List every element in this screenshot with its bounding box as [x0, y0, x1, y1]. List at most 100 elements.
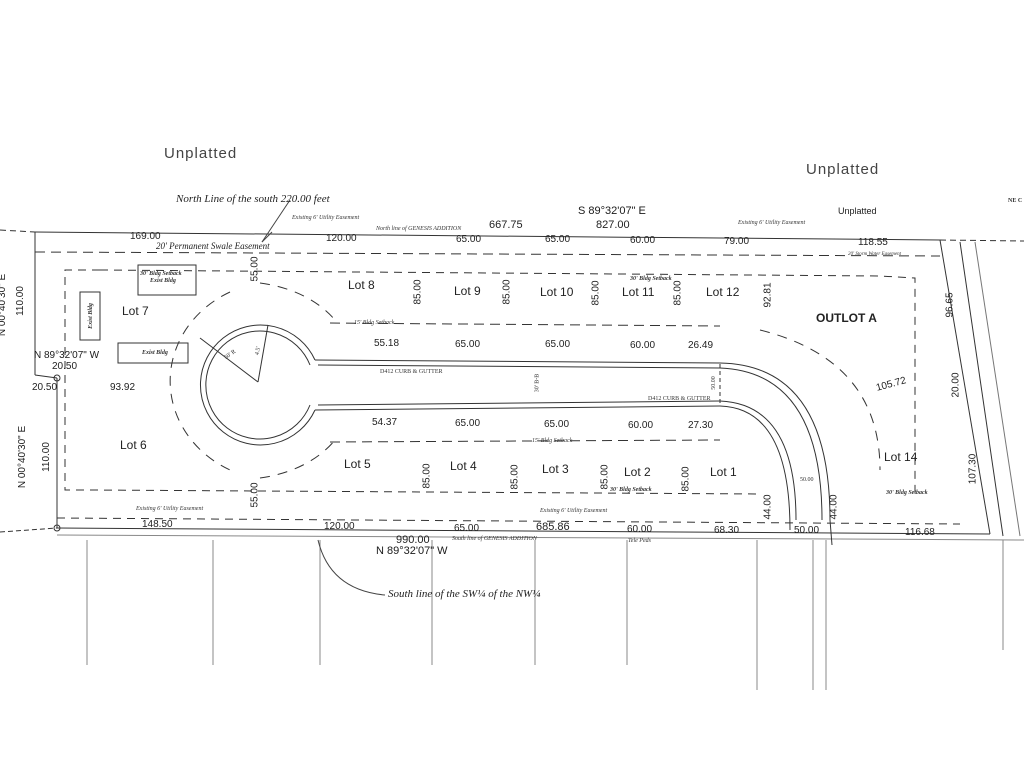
dim-2000: 20.00 [950, 372, 962, 398]
north-line-genesis: North line of GENESIS ADDITION [376, 226, 462, 232]
utility-easement-south [56, 517, 961, 525]
dim-north-total-b: 827.00 [596, 219, 630, 231]
street-bend-north-2 [719, 367, 823, 521]
leader-swale [261, 231, 273, 243]
dim-s-65: 65.00 [454, 523, 480, 534]
setback-30-se: 30' Bldg Setback [886, 490, 928, 496]
lot-11-label: Lot 11 [622, 285, 655, 299]
corner-marker-2 [53, 524, 61, 532]
dim-s-116: 116.68 [905, 527, 935, 538]
setback-30-north: 30' Bldg Setback [630, 276, 672, 282]
lot-8-label: Lot 8 [348, 278, 375, 292]
street-south-curb-2 [317, 400, 721, 406]
dim-r-65c: 65.00 [455, 418, 481, 429]
street-bend-north [719, 362, 833, 546]
swale-easement-line [34, 251, 941, 257]
dim-s-148: 148.50 [142, 519, 173, 530]
lot-setback-west [64, 269, 100, 491]
dim-85e: 85.00 [421, 463, 433, 489]
south-boundary-line [56, 527, 991, 535]
dim-5000b: 50.00 [710, 376, 717, 390]
dim-44b: 44.00 [828, 494, 840, 520]
utility-easement-nw: Existing 6' Utility Easement [292, 215, 360, 221]
dim-north-total-a: 667.75 [489, 219, 523, 231]
south-boundary-ext [0, 527, 58, 533]
east-boundary-ext-2 [974, 241, 1021, 537]
lot-12-label: Lot 12 [706, 285, 740, 299]
west-jog-line [34, 374, 58, 379]
exist-bldg-label-1: Exist Bldg [150, 278, 176, 284]
dim-85d: 85.00 [672, 280, 684, 306]
bearing-west-lower: N 00°40'30" E [17, 425, 29, 489]
row-arc-west [169, 291, 231, 471]
unplatted-small-label: Unplatted [838, 206, 877, 216]
dim-s-50: 50.00 [794, 525, 820, 536]
row-arc-south [259, 439, 336, 479]
corner-marker-1 [53, 374, 61, 382]
bearing-north: S 89°32'07" E [578, 205, 646, 217]
south-line-sw: South line of the SW¼ of the NW¼ [388, 588, 541, 600]
dim-r-5518: 55.18 [374, 338, 400, 349]
dim-85g: 85.00 [599, 464, 611, 490]
storm-easement-label: 20' Storm Water Easement [848, 252, 901, 257]
dim-s-60: 60.00 [627, 524, 653, 535]
exist-bldg-label-2: Exist Bldg [87, 303, 94, 329]
dim-s-total-a: 990.00 [396, 534, 430, 546]
lot-2-label: Lot 2 [624, 465, 651, 479]
dim-n-118: 118.55 [858, 237, 888, 248]
leader-north-line [261, 199, 291, 243]
dim-44a: 44.00 [762, 494, 774, 520]
setback-15-north: 15' Bldg Setback [354, 320, 395, 326]
setback-30-south: 30' Bldg Setback [610, 487, 652, 493]
ne-corner-label: NE C [1008, 198, 1023, 204]
north-boundary-line [34, 231, 941, 241]
radius-line-a [199, 337, 259, 383]
unplatted-right-label: Unplatted [806, 161, 880, 178]
dim-5000a: 50.00 [800, 477, 814, 483]
lot-9-label: Lot 9 [454, 284, 481, 298]
lot-7-label: Lot 7 [122, 304, 149, 318]
unplatted-left-label: Unplatted [164, 145, 238, 162]
south-line-sw [56, 534, 1024, 541]
dim-9281: 92.81 [762, 282, 774, 308]
curb-gutter-label-1: D412 CURB & GUTTER [380, 369, 443, 375]
lot-3-label: Lot 3 [542, 462, 569, 476]
outlot-a-label: OUTLOT A [816, 311, 877, 325]
east-boundary-ext-1 [959, 241, 1004, 537]
street-north-curb-2 [317, 364, 721, 369]
dim-n-120: 120.00 [326, 233, 357, 244]
dim-85b: 85.00 [501, 279, 513, 305]
lot-10-label: Lot 10 [540, 285, 574, 299]
dim-55b: 55.00 [249, 482, 261, 508]
dim-r-2730: 27.30 [688, 420, 714, 431]
dim-s-68: 68.30 [714, 525, 740, 536]
exist-bldg-box-3 [117, 342, 189, 364]
dim-n-65b: 65.00 [545, 234, 571, 245]
exist-bldg-box-1 [137, 264, 197, 296]
utility-easement-sw: Existing 6' Utility Easement [136, 506, 204, 512]
dim-r-5437: 54.37 [372, 417, 398, 428]
north-line-extension-east [939, 239, 1024, 242]
lot-5-label: Lot 5 [344, 457, 371, 471]
swale-easement-label: 20' Permanent Swale Easement [156, 241, 270, 251]
utility-easement-ne: Existing 6' Utility Easement [738, 220, 806, 226]
lot-4-label: Lot 4 [450, 459, 477, 473]
tele-peds-label: Tele Peds [628, 538, 651, 544]
utility-easement-s: Existing 6' Utility Easement [540, 508, 608, 514]
dim-s-total-b: 685.86 [536, 521, 570, 533]
dim-85f: 85.00 [509, 464, 521, 490]
bearing-south: N 89°32'07" W [376, 545, 448, 557]
curb-gutter-label-2: D412 CURB & GUTTER [648, 396, 711, 402]
dim-w-2050a: 20.50 [52, 361, 78, 372]
radius-line-b [257, 324, 269, 383]
north-line-extension [0, 229, 36, 233]
dim-r-65a: 65.00 [455, 339, 481, 350]
setback-line-north-street [329, 322, 721, 327]
row-arc-north [259, 282, 336, 321]
lot-setback-south [89, 489, 761, 495]
bearing-west-upper: N 00°40'30" E [0, 274, 9, 336]
bearing-west-jog: N 89°32'07" W [34, 350, 100, 361]
dim-r-65b: 65.00 [545, 339, 571, 350]
lot-6-label: Lot 6 [120, 438, 147, 452]
exist-bldg-box-2 [79, 291, 101, 341]
